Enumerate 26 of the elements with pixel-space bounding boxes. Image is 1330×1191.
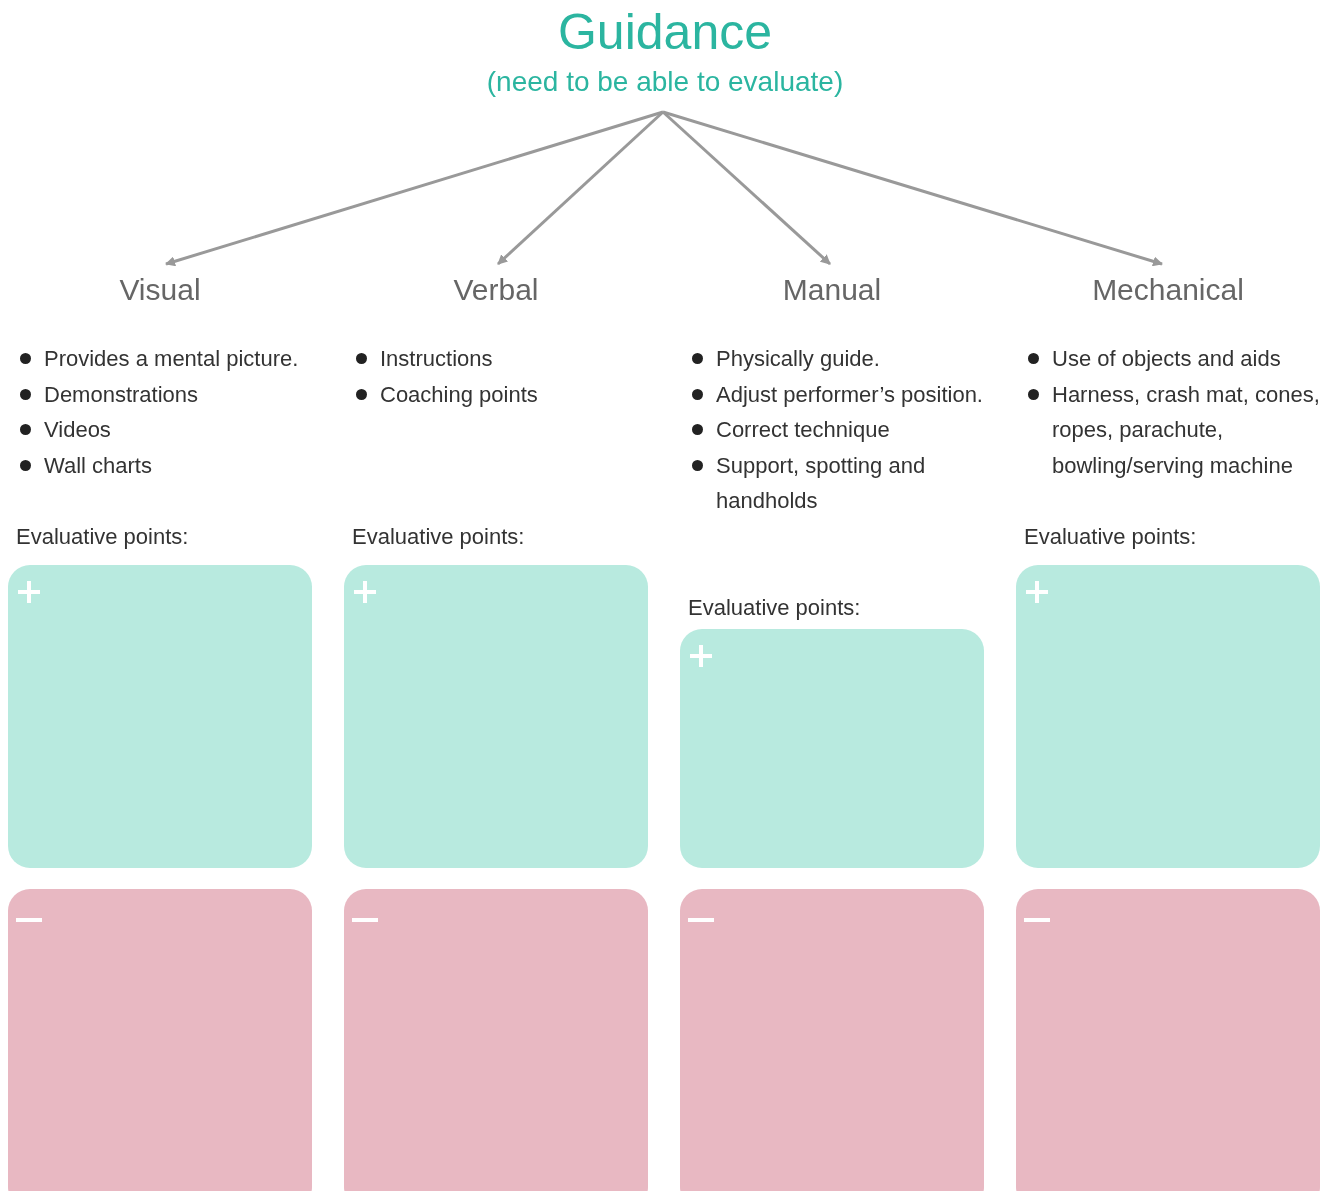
bullet-text: Use of objects and aids [1052,345,1281,373]
section-label: Evaluative points: [688,594,861,622]
bullet-text: Support, spotting and handholds [716,451,927,515]
arrow [497,110,664,266]
section-label: Evaluative points: [352,523,525,551]
section-label: Evaluative points: [1024,523,1197,551]
category-heading: Manual [712,270,952,310]
arrow [662,110,831,266]
subtitle-text: (need to be able to evaluate) [486,65,844,99]
bullet-text: Adjust performer’s position. [716,380,983,409]
bullet-text: Videos [44,416,111,444]
category-heading: Verbal [376,270,616,310]
bullet-text: Demonstrations [44,380,199,409]
category-heading: Mechanical [1048,270,1288,310]
bullet-text: Provides a mental picture. [44,345,299,373]
arrow [165,110,664,267]
bullet-text: Harness, crash mat, cones, ropes, parachute, bowling/serving machine [1052,380,1321,480]
bullet-text: Instructions [380,345,493,373]
title-text: Guidance [557,3,772,62]
bullet-text: Physically guide. [716,345,880,373]
section-label: Evaluative points: [16,523,189,551]
category-heading: Visual [40,270,280,310]
bullet-text: Coaching points [380,380,538,409]
bullet-text: Correct technique [716,416,890,444]
arrow [662,110,1163,267]
bullet-text: Wall charts [44,451,152,480]
